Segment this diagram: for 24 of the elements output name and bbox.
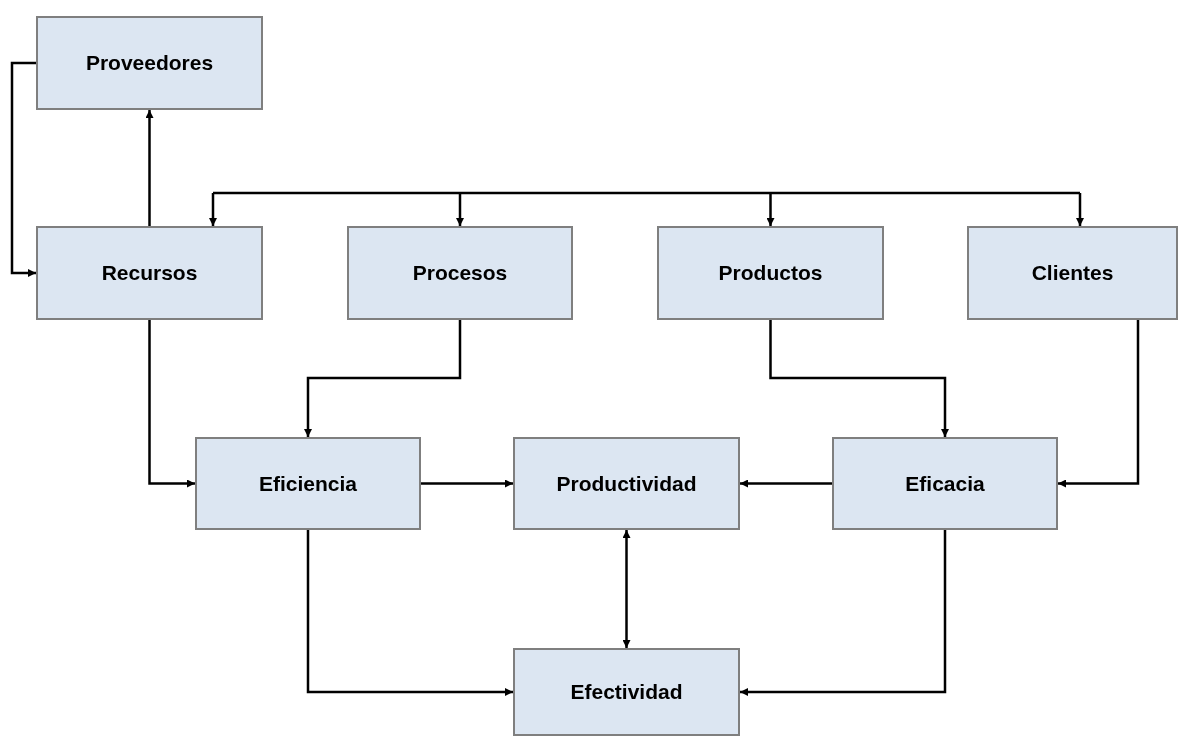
arrow bbox=[1076, 193, 1084, 226]
arrow bbox=[766, 193, 775, 226]
arrow bbox=[304, 320, 462, 437]
arrow bbox=[740, 530, 947, 696]
process-box: Eficacia bbox=[832, 437, 1058, 530]
process-box: Efectividad bbox=[513, 648, 740, 736]
arrow bbox=[456, 193, 464, 226]
arrow bbox=[740, 479, 832, 488]
arrow bbox=[622, 530, 631, 648]
arrow bbox=[421, 479, 513, 488]
arrow bbox=[148, 320, 195, 488]
arrow bbox=[306, 530, 513, 696]
arrow bbox=[1058, 320, 1140, 488]
arrow bbox=[209, 193, 217, 226]
process-box: Productos bbox=[657, 226, 884, 320]
arrow bbox=[769, 320, 949, 437]
process-box: Clientes bbox=[967, 226, 1178, 320]
arrow bbox=[145, 110, 154, 226]
process-box: Proveedores bbox=[36, 16, 263, 110]
process-box: Eficiencia bbox=[195, 437, 421, 530]
arrow bbox=[10, 61, 36, 277]
process-box: Recursos bbox=[36, 226, 263, 320]
process-box: Productividad bbox=[513, 437, 740, 530]
process-box: Procesos bbox=[347, 226, 573, 320]
